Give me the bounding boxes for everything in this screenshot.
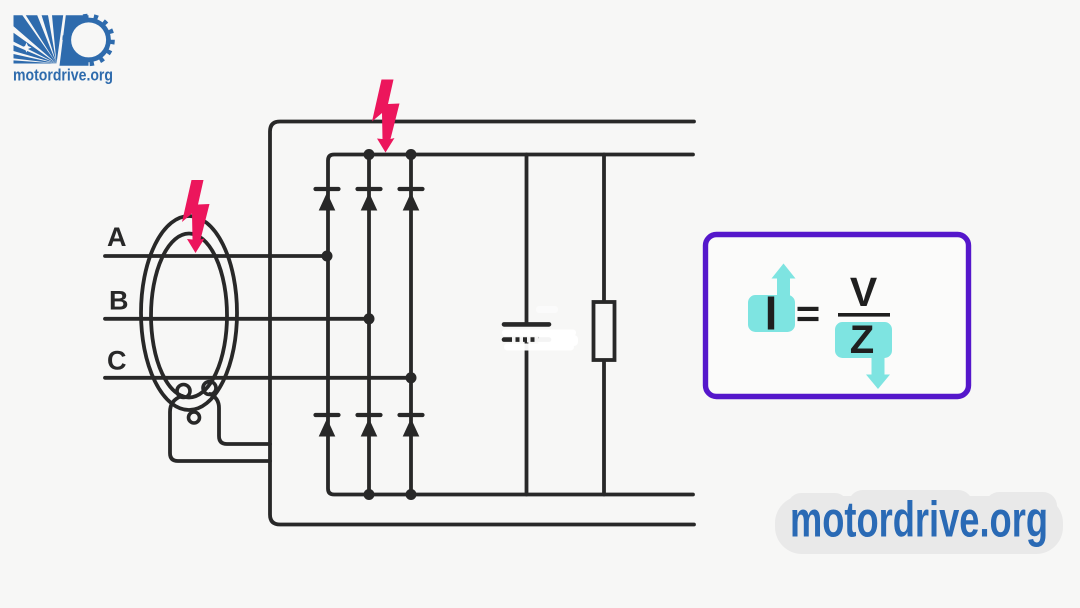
- svg-text:motordrive.org: motordrive.org: [13, 66, 113, 85]
- svg-text:C: C: [107, 346, 127, 376]
- svg-text:V: V: [850, 269, 878, 315]
- svg-text:Z: Z: [850, 318, 874, 362]
- svg-text:motordrive.org: motordrive.org: [790, 492, 1048, 548]
- svg-text:A: A: [107, 222, 127, 252]
- svg-text:B: B: [109, 286, 129, 316]
